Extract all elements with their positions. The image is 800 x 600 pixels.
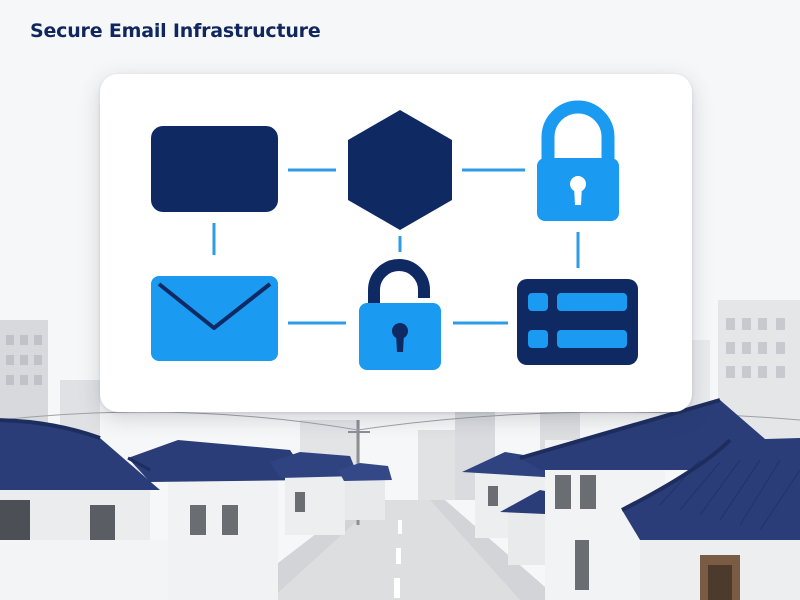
right-houses <box>462 398 800 600</box>
hexagon-node <box>348 110 452 230</box>
lock-icon <box>537 100 619 221</box>
unlock-icon <box>359 259 441 370</box>
server-icon <box>517 279 638 365</box>
left-houses <box>0 418 392 600</box>
navy-rectangle-node <box>151 126 278 212</box>
envelope-icon <box>151 276 278 361</box>
connector-lines <box>212 168 580 325</box>
page-title: Secure Email Infrastructure <box>30 20 321 42</box>
